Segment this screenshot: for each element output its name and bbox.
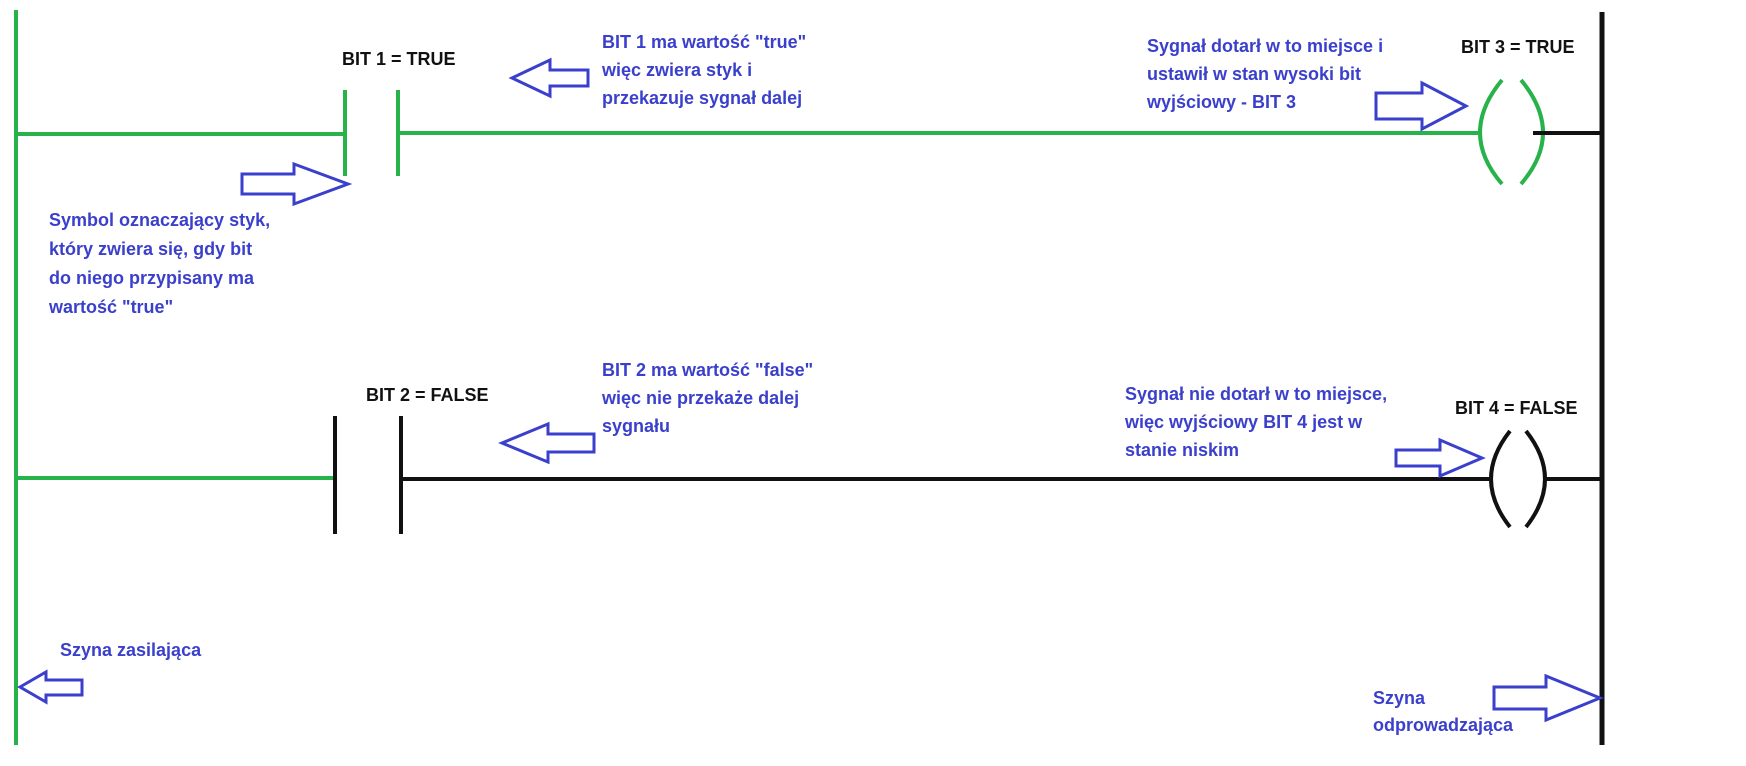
note-line: wartość "true": [49, 297, 174, 317]
arrow-left-icon: [16, 669, 84, 705]
arrow-right-icon: [1492, 673, 1604, 723]
note-bit4-not-reached: Sygnał nie dotarł w to miejsce, więc wyj…: [1125, 380, 1387, 464]
arrow-right-icon: [1394, 437, 1486, 479]
rung2-coil-left-arc: [1489, 429, 1512, 529]
note-return-rail: Szyna odprowadzająca: [1373, 685, 1513, 739]
rung1-coil-left-arc: [1478, 78, 1504, 186]
note-power-rail: Szyna zasilająca: [60, 640, 202, 660]
note-line: stanie niskim: [1125, 440, 1240, 460]
note-bit1-true: BIT 1 ma wartość "true" więc zwiera styk…: [602, 28, 806, 112]
note-line: więc zwiera styk i: [602, 60, 753, 80]
note-line: Sygnał nie dotarł w to miejsce,: [1125, 384, 1388, 404]
note-line: do niego przypisany ma: [49, 268, 255, 288]
arrow-left-icon: [508, 57, 590, 99]
note-line: przekazuje sygnał dalej: [602, 88, 803, 108]
arrow-right-icon: [1374, 80, 1470, 132]
note-line: który zwiera się, gdy bit: [49, 239, 253, 259]
bit4-label: BIT 4 = FALSE: [1455, 398, 1578, 418]
note-line: sygnału: [602, 416, 671, 436]
note-line: więc wyjściowy BIT 4 jest w: [1125, 412, 1363, 432]
arrow-right-icon: [240, 161, 353, 207]
note-contact-symbol: Symbol oznaczający styk, który zwiera si…: [49, 206, 270, 322]
bit3-label: BIT 3 = TRUE: [1461, 37, 1575, 57]
note-line: BIT 1 ma wartość "true": [602, 32, 807, 52]
note-line: Symbol oznaczający styk,: [49, 210, 271, 230]
note-line: wyjściowy - BIT 3: [1147, 92, 1297, 112]
bit2-label: BIT 2 = FALSE: [366, 385, 489, 405]
rung2-coil-right-arc: [1524, 429, 1547, 529]
note-bit2-false: BIT 2 ma wartość "false" więc nie przeka…: [602, 356, 813, 440]
note-line: więc nie przekaże dalej: [602, 388, 800, 408]
note-line: Sygnał dotarł w to miejsce i: [1147, 36, 1384, 56]
bit1-label: BIT 1 = TRUE: [342, 49, 456, 69]
note-bit3-reached: Sygnał dotarł w to miejsce i ustawił w s…: [1147, 32, 1383, 116]
note-line: odprowadzająca: [1373, 715, 1514, 735]
note-line: Szyna: [1373, 688, 1426, 708]
note-line: BIT 2 ma wartość "false": [602, 360, 814, 380]
arrow-left-icon: [498, 421, 596, 465]
note-line: ustawił w stan wysoki bit: [1147, 64, 1362, 84]
